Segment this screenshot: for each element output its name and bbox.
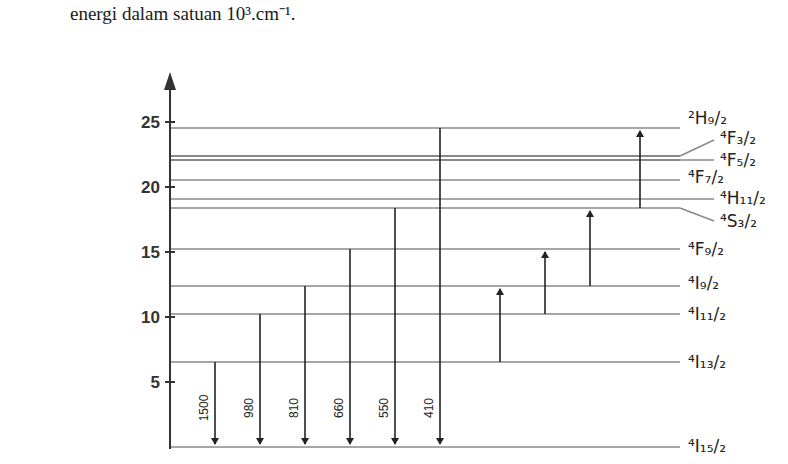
axis-tick-label: 15	[141, 244, 160, 261]
level-label: ⁴F₅/₂	[720, 152, 756, 169]
caption-text: energi dalam satuan 10³.cm⁻¹.	[70, 4, 295, 23]
wavelength-label: 980	[243, 398, 255, 418]
level-label: ⁴I₉/₂	[688, 275, 719, 292]
level-label: ⁴H₁₁/₂	[720, 190, 766, 207]
level-label: ⁴S₃/₂	[720, 213, 757, 230]
level-label: ⁴F₇/₂	[688, 169, 724, 186]
level-label: ⁴I₁₁/₂	[688, 306, 726, 323]
wavelength-label: 1500	[198, 395, 210, 422]
level-label: ²H₉/₂	[688, 110, 727, 127]
level-label: ⁴I₁₃/₂	[688, 354, 726, 371]
level-label: ⁴F₉/₂	[688, 241, 724, 258]
level-label: ⁴I₁₅/₂	[688, 438, 726, 455]
axis-tick-label: 20	[141, 179, 160, 196]
wavelength-label: 810	[288, 398, 300, 418]
wavelength-label: 550	[378, 398, 390, 418]
axis-tick-label: 25	[141, 114, 160, 131]
axis-tick-label: 10	[141, 309, 160, 326]
level-label: ⁴F₃/₂	[720, 130, 756, 147]
wavelength-label: 410	[423, 398, 435, 418]
axis-tick-label: 5	[151, 374, 160, 391]
wavelength-label: 660	[333, 398, 345, 418]
